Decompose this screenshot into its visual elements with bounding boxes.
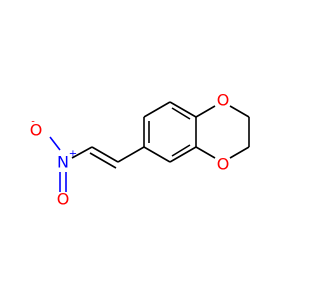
bond-ring-vinyl	[117, 146, 145, 163]
bond-ring-c3-c4	[169, 146, 197, 163]
bond-ring-c1-c2	[169, 101, 197, 118]
bond-o-top-ch2	[229, 105, 250, 118]
nitrovinyl-chain	[49, 136, 145, 192]
bond-vinyl-double-2	[89, 152, 117, 169]
bond-vinyl-n	[71, 146, 93, 159]
bond-ring-c4-c5	[143, 146, 171, 163]
atom-oxygen-nitro-bottom: O	[57, 190, 70, 209]
bond-c2-o-top	[195, 105, 216, 118]
bond-ring-c6-c1	[143, 101, 171, 118]
bond-n-o-top	[49, 136, 61, 151]
bond-ch2-o-bottom	[229, 146, 250, 159]
atom-nitrogen: N	[57, 153, 69, 172]
dioxane-ring	[195, 105, 250, 159]
molecule-structure: O O N + O - O	[30, 91, 250, 209]
atom-oxygen-nitro-top-charge: -	[31, 117, 35, 128]
atom-nitrogen-charge: +	[69, 149, 77, 160]
atom-oxygen-nitro-top: O	[30, 121, 43, 140]
bond-o-bottom-c3	[195, 146, 216, 159]
bond-ring-double-2	[171, 144, 191, 157]
atom-oxygen-ring-top: O	[217, 91, 230, 110]
benzene-ring	[143, 101, 197, 163]
atom-oxygen-ring-bottom: O	[217, 155, 230, 174]
bond-vinyl-double-1	[91, 146, 119, 163]
bond-ring-double-1	[171, 107, 191, 120]
atom-labels: O O N + O - O	[30, 91, 230, 209]
